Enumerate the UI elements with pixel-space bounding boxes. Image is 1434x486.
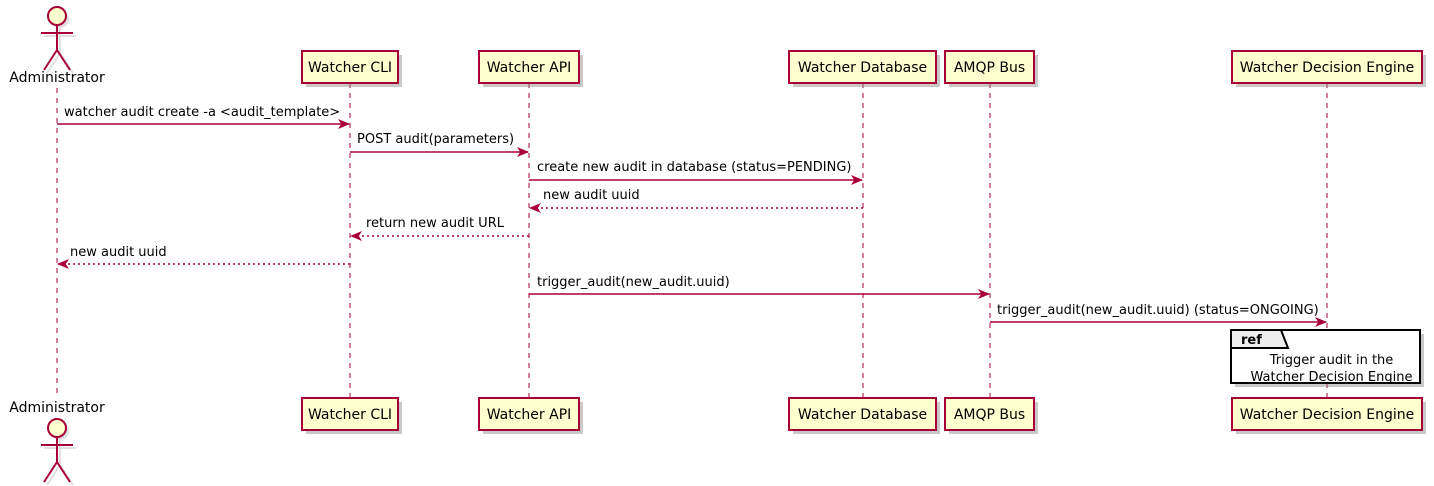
participant-watcher-api-bottom[interactable]: Watcher API (478, 397, 583, 434)
ref-block-line-0: Trigger audit in the (1269, 353, 1394, 368)
actor-leg-right (56, 461, 71, 483)
message-msg-3[interactable]: create new audit in database (status=PEN… (529, 160, 863, 185)
message-label: POST audit(parameters) (357, 132, 514, 147)
participant-label-amqp-bus: AMQP Bus (954, 60, 1025, 76)
message-label: return new audit URL (366, 216, 505, 231)
messages-layer: watcher audit create -a <audit_template>… (57, 105, 1327, 327)
message-label: watcher audit create -a <audit_template> (64, 105, 340, 120)
actor-label-administrator: Administrator (9, 400, 105, 416)
message-msg-4[interactable]: new audit uuid (529, 188, 863, 213)
participant-amqp-bus-top[interactable]: AMQP Bus (944, 50, 1038, 87)
participant-label-amqp-bus: AMQP Bus (954, 407, 1025, 423)
actor-administrator-bottom[interactable]: Administrator (9, 400, 105, 486)
message-msg-2[interactable]: POST audit(parameters) (350, 132, 529, 157)
lifelines-layer (56, 83, 1328, 398)
participant-label-watcher-api: Watcher API (487, 407, 572, 423)
participant-label-watcher-database: Watcher Database (798, 407, 927, 423)
message-msg-1[interactable]: watcher audit create -a <audit_template> (57, 105, 350, 129)
participant-watcher-decision-engine-bottom[interactable]: Watcher Decision Engine (1231, 397, 1426, 434)
ref-block-tab (1230, 329, 1290, 349)
participant-box[interactable] (788, 397, 937, 431)
participant-watcher-decision-engine-top[interactable]: Watcher Decision Engine (1231, 50, 1426, 87)
message-msg-8[interactable]: trigger_audit(new_audit.uuid) (status=ON… (990, 303, 1327, 327)
ref-block-line-1: Watcher Decision Engine (1251, 370, 1413, 385)
participant-amqp-bus-bottom[interactable]: AMQP Bus (944, 397, 1038, 434)
participant-box[interactable] (944, 397, 1035, 431)
participant-watcher-cli-top[interactable]: Watcher CLI (301, 50, 402, 87)
message-label: new audit uuid (70, 245, 167, 260)
participant-label-watcher-api: Watcher API (487, 60, 572, 76)
participant-watcher-database-bottom[interactable]: Watcher Database (788, 397, 940, 434)
message-label: create new audit in database (status=PEN… (537, 160, 852, 175)
participant-watcher-database-top[interactable]: Watcher Database (788, 50, 940, 87)
actor-leg-right (56, 49, 71, 71)
participant-label-watcher-cli: Watcher CLI (308, 407, 392, 423)
actor-leg-left (43, 461, 58, 483)
participant-box[interactable] (1231, 397, 1423, 431)
participant-box[interactable] (478, 50, 580, 84)
message-label: trigger_audit(new_audit.uuid) (status=ON… (997, 303, 1319, 318)
actor-label-administrator: Administrator (9, 70, 105, 86)
message-msg-6[interactable]: new audit uuid (57, 245, 350, 269)
actor-leg-left (43, 49, 58, 71)
message-msg-7[interactable]: trigger_audit(new_audit.uuid) (529, 275, 990, 299)
participant-label-watcher-decision-engine: Watcher Decision Engine (1240, 407, 1414, 423)
message-label: trigger_audit(new_audit.uuid) (537, 275, 730, 290)
participant-label-watcher-database: Watcher Database (798, 60, 927, 76)
message-msg-5[interactable]: return new audit URL (350, 216, 529, 241)
actor-administrator-top[interactable]: Administrator (9, 6, 105, 86)
participant-label-watcher-cli: Watcher CLI (308, 60, 392, 76)
participant-watcher-cli-bottom[interactable]: Watcher CLI (301, 397, 402, 434)
participant-label-watcher-decision-engine: Watcher Decision Engine (1240, 60, 1414, 76)
participant-box[interactable] (788, 50, 937, 84)
ref-block-tab-label: ref (1241, 333, 1262, 348)
message-label: new audit uuid (543, 188, 640, 203)
participant-box[interactable] (478, 397, 580, 431)
actor-head (47, 418, 67, 438)
participant-box[interactable] (301, 50, 399, 84)
participant-watcher-api-top[interactable]: Watcher API (478, 50, 583, 87)
participant-box[interactable] (944, 50, 1035, 84)
actor-head (47, 6, 67, 26)
participant-box[interactable] (301, 397, 399, 431)
participant-box[interactable] (1231, 50, 1423, 84)
